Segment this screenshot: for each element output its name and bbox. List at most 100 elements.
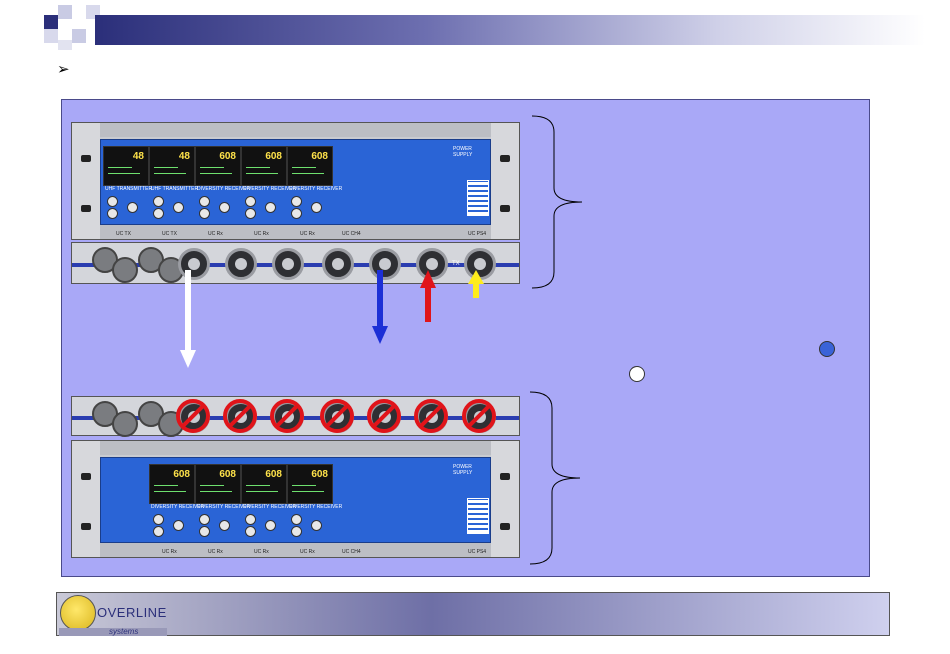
blue-arrow-down — [372, 270, 388, 346]
control-knob[interactable] — [127, 202, 138, 213]
control-knob[interactable] — [265, 520, 276, 531]
white-dot — [629, 366, 645, 382]
logo-square-light — [44, 29, 58, 43]
slot-label: UC TX — [116, 231, 131, 237]
diagram-panel: 48 48 608 608 608 UHF TRANSMITTER UHF TR… — [61, 99, 870, 577]
module-title: UHF TRANSMITTER — [151, 186, 199, 192]
control-knob[interactable] — [219, 520, 230, 531]
slot-label: UC Rx — [300, 549, 315, 555]
module-display: 608 — [287, 146, 333, 186]
xlr-connector[interactable] — [369, 248, 401, 280]
control-knob[interactable] — [199, 526, 210, 537]
rack-ear-left — [72, 441, 100, 557]
control-knob[interactable] — [153, 526, 164, 537]
xlr-connector[interactable] — [178, 248, 210, 280]
control-knob[interactable] — [107, 196, 118, 207]
power-supply-label: POWER SUPPLY — [453, 146, 473, 158]
top-rack-unit: 48 48 608 608 608 UHF TRANSMITTER UHF TR… — [71, 122, 520, 240]
logo-subtitle: systems — [109, 627, 139, 636]
prohibited-icon — [176, 399, 210, 433]
control-knob[interactable] — [199, 208, 210, 219]
rack-bottom-strip — [100, 225, 491, 239]
slot-label: UC Rx — [162, 549, 177, 555]
module-title: DIVERSITY RECEIVER — [197, 186, 251, 192]
rack-faceplate: 608 608 608 608 DIVERSITY RECEIVER DIVER… — [100, 457, 491, 543]
control-knob[interactable] — [173, 520, 184, 531]
module-display: 608 — [241, 146, 287, 186]
module-title: DIVERSITY RECEIVER — [197, 504, 251, 510]
title-banner — [95, 15, 925, 45]
control-knob[interactable] — [291, 208, 302, 219]
logo-square-dark — [44, 15, 58, 29]
module-display: 608 — [241, 464, 287, 504]
prohibited-icon — [223, 399, 257, 433]
control-knob[interactable] — [199, 514, 210, 525]
module-title: DIVERSITY RECEIVER — [151, 504, 205, 510]
control-knob[interactable] — [153, 196, 164, 207]
module-title: DIVERSITY RECEIVER — [289, 504, 343, 510]
slot-label: UC Rx — [208, 231, 223, 237]
control-knob[interactable] — [245, 208, 256, 219]
control-knob[interactable] — [291, 196, 302, 207]
slot-label: UC CH4 — [342, 231, 361, 237]
module-title: UHF TRANSMITTER — [105, 186, 153, 192]
control-knob[interactable] — [291, 514, 302, 525]
control-knob[interactable] — [219, 202, 230, 213]
bottom-connector-panel — [71, 396, 520, 437]
xlr-connector[interactable] — [225, 248, 257, 280]
slot-label: UC Rx — [300, 231, 315, 237]
rack-ear-right — [491, 441, 519, 557]
control-knob[interactable] — [153, 514, 164, 525]
prohibited-icon — [367, 399, 401, 433]
control-knob[interactable] — [199, 196, 210, 207]
bnc-jack[interactable] — [112, 411, 138, 437]
logo-square-light — [58, 5, 72, 19]
slot-label: UC PS4 — [468, 549, 487, 555]
xlr-connector[interactable] — [322, 248, 354, 280]
tx-label: TX — [452, 261, 460, 267]
control-knob[interactable] — [245, 514, 256, 525]
footer-bar: OVERLINE systems — [56, 592, 890, 636]
control-knob[interactable] — [107, 208, 118, 219]
module-display: 48 — [149, 146, 195, 186]
module-title: DIVERSITY RECEIVER — [243, 186, 297, 192]
power-supply-label: POWER SUPPLY — [453, 464, 473, 476]
vent-grid — [467, 498, 489, 534]
module-display: 608 — [195, 146, 241, 186]
rack-bottom-strip — [100, 543, 491, 557]
prohibited-icon — [414, 399, 448, 433]
module-display: 48 — [103, 146, 149, 186]
control-knob[interactable] — [311, 520, 322, 531]
bnc-jack[interactable] — [112, 257, 138, 283]
vent-grid — [467, 180, 489, 216]
module-display: 608 — [287, 464, 333, 504]
blue-dot — [819, 341, 835, 357]
control-knob[interactable] — [291, 526, 302, 537]
control-knob[interactable] — [173, 202, 184, 213]
rack-faceplate: 48 48 608 608 608 UHF TRANSMITTER UHF TR… — [100, 139, 491, 225]
top-connector-panel: TX — [71, 242, 520, 284]
slot-label: UC Rx — [254, 549, 269, 555]
prohibited-icon — [270, 399, 304, 433]
bracket-bottom — [529, 391, 581, 565]
prohibited-icon — [462, 399, 496, 433]
rack-top-strip — [100, 441, 491, 455]
slot-label: UC Rx — [254, 231, 269, 237]
control-knob[interactable] — [153, 208, 164, 219]
xlr-connector[interactable] — [272, 248, 304, 280]
red-arrow-up — [420, 270, 436, 322]
control-knob[interactable] — [265, 202, 276, 213]
logo-name: OVERLINE — [97, 605, 167, 620]
overline-logo-icon — [60, 595, 96, 631]
bracket-top — [531, 115, 583, 289]
control-knob[interactable] — [245, 196, 256, 207]
module-display: 608 — [195, 464, 241, 504]
control-knob[interactable] — [245, 526, 256, 537]
slot-label: UC Rx — [208, 549, 223, 555]
logo-underline — [59, 628, 167, 636]
white-arrow-down — [180, 270, 196, 370]
module-display: 608 — [149, 464, 195, 504]
slot-label: UC TX — [162, 231, 177, 237]
control-knob[interactable] — [311, 202, 322, 213]
prohibited-icon — [320, 399, 354, 433]
